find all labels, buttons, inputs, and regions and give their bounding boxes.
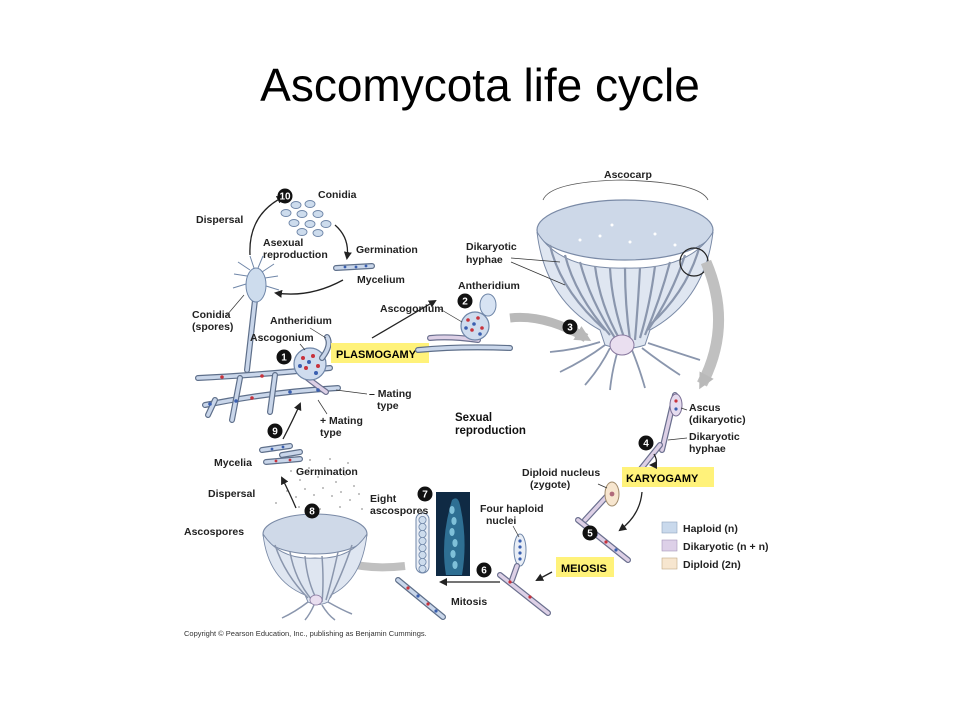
zygote-ascus — [582, 481, 620, 523]
step-badge-7: 7 — [417, 486, 433, 502]
ascogonium-left-label: Ascogonium — [250, 332, 314, 344]
ascospores-label: Ascospores — [184, 526, 244, 538]
four-haploid-ascus — [497, 533, 551, 616]
diploid-nucleus-label-2: (zygote) — [530, 479, 570, 491]
conidiophore — [232, 255, 280, 373]
hypha-pre-meiosis — [575, 517, 631, 563]
sexual-label-1: Sexual — [455, 412, 492, 424]
ascus-label-2: (dikaryotic) — [689, 414, 746, 426]
four-haploid-label-2: nuclei — [486, 515, 516, 527]
minus-mating-label-1: – Mating — [369, 388, 412, 400]
step-badge-2: 2 — [457, 293, 473, 309]
germinating-conidium-top — [333, 263, 375, 271]
meiosis-box — [556, 557, 614, 577]
step-badge-8: 8 — [304, 503, 320, 519]
step-badge-10: 10 — [277, 188, 293, 204]
meiosis-label: MEIOSIS — [561, 563, 607, 575]
mitosis-label: Mitosis — [451, 596, 487, 608]
germination-bottom-label: Germination — [296, 466, 358, 478]
step-badge-3: 3 — [562, 319, 578, 335]
svg-text:5: 5 — [587, 529, 593, 540]
diploid-nucleus-label-1: Diploid nucleus — [522, 467, 600, 479]
ascogonium-mid-label: Ascogonium — [380, 303, 444, 315]
mating-structures-mid — [415, 293, 513, 353]
legend-label-haploid: Haploid (n) — [683, 523, 738, 535]
mycelia-label: Mycelia — [214, 457, 252, 469]
step-badge-6: 6 — [476, 562, 492, 578]
svg-text:9: 9 — [272, 427, 278, 438]
legend-label-diploid: Diploid (2n) — [683, 559, 741, 571]
ascus-label-1: Ascus — [689, 402, 721, 414]
dikaryotic-hyphae-right-label-1: Dikaryotic — [689, 431, 740, 443]
legend-swatch-haploid — [661, 521, 678, 534]
legend-label-dikaryotic: Dikaryotic (n + n) — [683, 541, 768, 553]
conidia-label: Conidia — [318, 189, 357, 201]
four-haploid-label-1: Four haploid — [480, 503, 544, 515]
dispersal-top-label: Dispersal — [196, 214, 243, 226]
ascocarp-large — [536, 179, 714, 391]
germinating-mycelia-bottom — [259, 443, 303, 465]
karyogamy-label: KARYOGAMY — [626, 473, 699, 485]
step-badge-4: 4 — [638, 435, 654, 451]
step-badges: 10 1 2 3 4 5 6 7 8 9 — [267, 188, 654, 578]
conidia-cluster — [280, 200, 332, 237]
step-badge-9: 9 — [267, 423, 283, 439]
conidia-spores-label-1: Conidia — [192, 309, 231, 321]
antheridium-left-label: Antheridium — [270, 315, 332, 327]
asexual-label-1: Asexual — [263, 237, 303, 249]
copyright: Copyright © Pearson Education, Inc., pub… — [184, 629, 427, 638]
plus-mating-label-1: + Mating — [320, 415, 363, 427]
mycelium-label: Mycelium — [357, 274, 405, 286]
eight-ascospores-label-1: Eight — [370, 493, 397, 505]
svg-text:2: 2 — [462, 297, 468, 308]
dikaryotic-hyphae-right-label-2: hyphae — [689, 443, 726, 455]
dispersal-bottom-label: Dispersal — [208, 488, 255, 500]
svg-text:8: 8 — [309, 507, 315, 518]
plasmogamy-box — [331, 343, 429, 363]
minus-mating-label-2: type — [377, 400, 399, 412]
ascocarp-label: Ascocarp — [604, 169, 652, 181]
antheridium-mid-label: Antheridium — [458, 280, 520, 292]
svg-text:7: 7 — [422, 490, 428, 501]
plasmogamy-label: PLASMOGAMY — [336, 349, 417, 361]
dikaryotic-hyphae-top-label-1: Dikaryotic — [466, 241, 517, 253]
ascus-dikaryotic — [637, 392, 683, 473]
conidia-spores-label-2: (spores) — [192, 321, 233, 333]
ascocarp-small — [262, 513, 368, 621]
dikaryotic-hyphae-top-label-2: hyphae — [466, 254, 503, 266]
svg-text:4: 4 — [643, 439, 649, 450]
legend-swatch-diploid — [661, 557, 678, 570]
svg-text:1: 1 — [281, 353, 287, 364]
step-badge-5: 5 — [582, 525, 598, 541]
plus-mating-label-2: type — [320, 427, 342, 439]
eight-ascospores-ascus — [395, 512, 446, 620]
mycelium-network-left — [195, 334, 341, 423]
legend: Haploid (n) Dikaryotic (n + n) Diploid (… — [661, 521, 768, 571]
slide-title: Ascomycota life cycle — [260, 59, 700, 111]
eight-ascospores-label-2: ascospores — [370, 505, 429, 517]
sexual-label-2: reproduction — [455, 425, 526, 437]
ascus-micrograph — [436, 492, 470, 576]
step-badge-1: 1 — [276, 349, 292, 365]
asexual-label-2: reproduction — [263, 249, 328, 261]
germination-top-label: Germination — [356, 244, 418, 256]
legend-swatch-dikaryotic — [661, 539, 678, 552]
svg-text:6: 6 — [481, 566, 487, 577]
svg-text:10: 10 — [279, 192, 291, 203]
karyogamy-box — [622, 467, 714, 487]
svg-text:3: 3 — [567, 323, 573, 334]
